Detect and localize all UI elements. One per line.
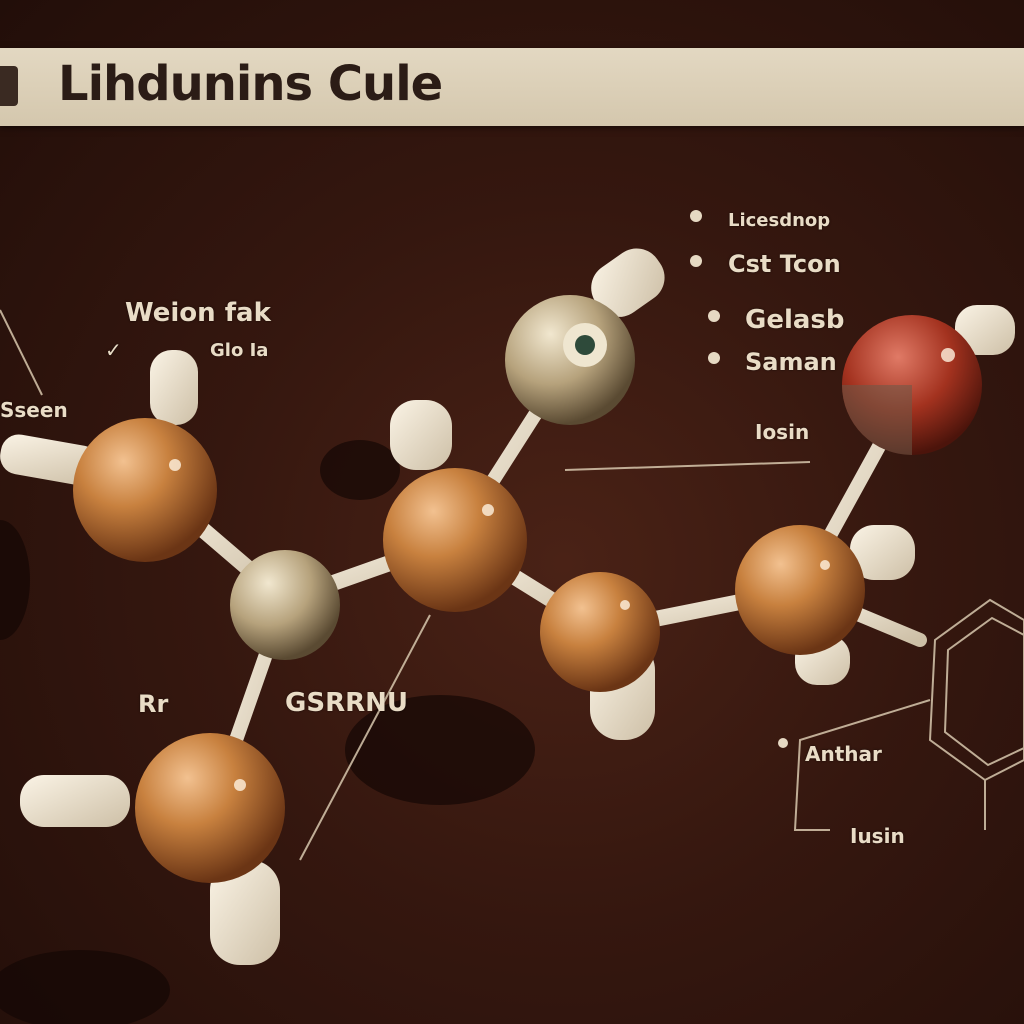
banner-title: Lihdunins Cule bbox=[58, 56, 443, 112]
schematic-lines bbox=[0, 309, 1024, 861]
list-item-3: Gelasb bbox=[745, 305, 845, 335]
label-left-note: Rr bbox=[138, 690, 169, 718]
check-glyph: ✓ bbox=[105, 338, 122, 362]
oxygen-atom bbox=[842, 315, 982, 455]
list-item-2: Cst Tcon bbox=[728, 250, 841, 278]
label-center-low: GSRRNU bbox=[285, 688, 408, 718]
carbon-atoms bbox=[73, 418, 865, 883]
bullet-4 bbox=[708, 352, 720, 364]
list-item-1: Licesdnop bbox=[728, 210, 831, 231]
list-item-4: Saman bbox=[745, 348, 837, 376]
label-right-bottom-2: Iusin bbox=[850, 824, 905, 848]
label-weight: Weion fak bbox=[125, 298, 271, 328]
label-right-bottom: Anthar bbox=[805, 742, 882, 766]
label-left-edge: Sseen bbox=[0, 398, 68, 422]
bullet-2 bbox=[690, 255, 702, 267]
banner-logo-mark bbox=[0, 66, 18, 106]
metal-atoms bbox=[230, 295, 635, 660]
hydrogen-caps bbox=[0, 248, 1015, 965]
label-weight-sub: Glo Ia bbox=[210, 340, 269, 361]
bullet-5 bbox=[778, 738, 788, 748]
bullet-1 bbox=[690, 210, 702, 222]
cast-shadows bbox=[0, 440, 535, 1024]
bullet-3 bbox=[708, 310, 720, 322]
list-item-5: Iosin bbox=[755, 420, 810, 444]
title-banner: Lihdunins Cule bbox=[0, 48, 1024, 126]
specular-highlights bbox=[169, 348, 955, 791]
